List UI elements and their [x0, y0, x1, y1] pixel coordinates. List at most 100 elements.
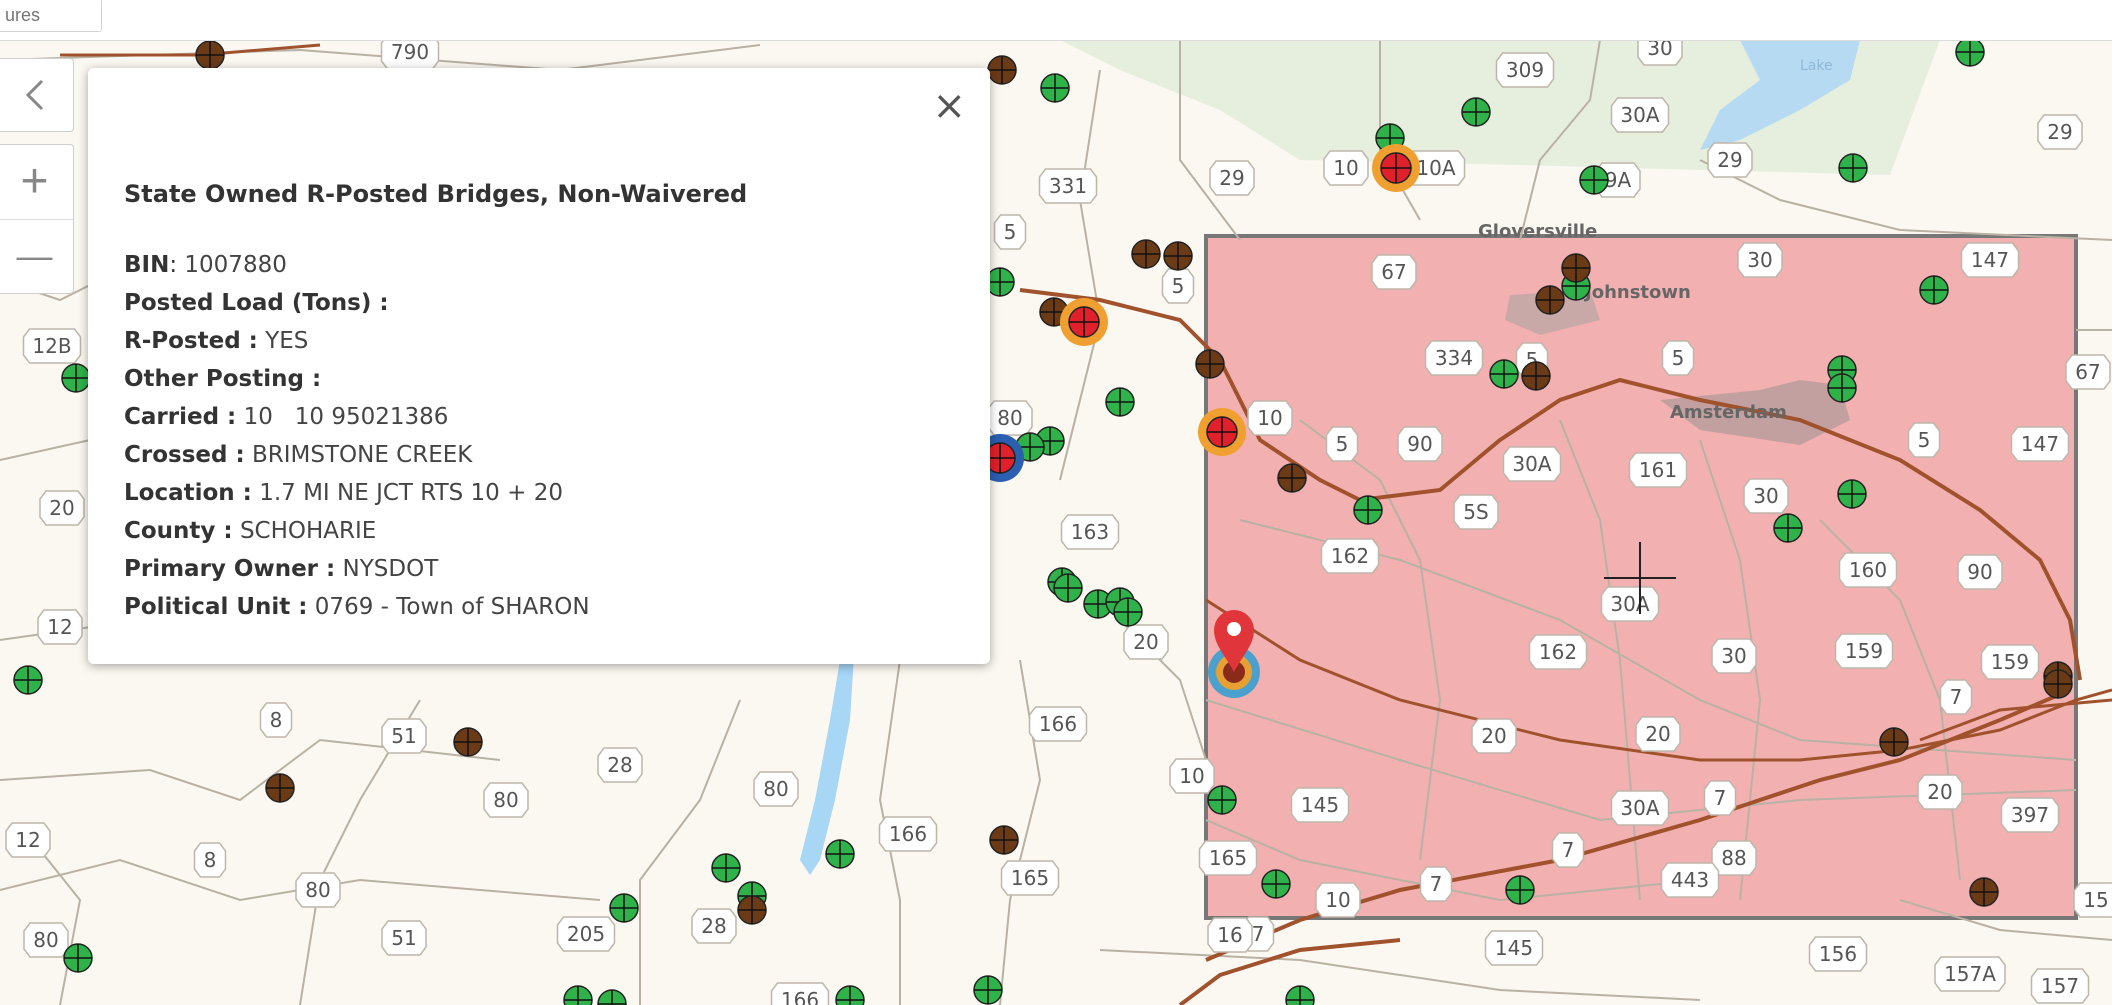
bridge-marker-green[interactable] [711, 853, 741, 883]
bridge-marker-brown[interactable] [1561, 253, 1591, 283]
close-popup-button[interactable]: × [932, 83, 966, 129]
reservoir-water [800, 630, 855, 875]
selected-location-pin[interactable] [1208, 610, 1260, 698]
bridge-marker-green[interactable] [825, 839, 855, 869]
route-shield-label: 80 [493, 788, 518, 812]
bridge-marker-green[interactable] [1505, 875, 1535, 905]
route-shield-label: 7 [1252, 922, 1265, 946]
bridge-marker-green[interactable] [1489, 359, 1519, 389]
route-shield: 10 [1169, 758, 1215, 794]
route-shield-label: 80 [997, 406, 1022, 430]
route-shield: 8 [193, 842, 227, 878]
bridge-marker-brown[interactable] [1535, 285, 1565, 315]
route-shield-outline [1000, 860, 1060, 896]
route-shield-outline [1834, 633, 1894, 669]
bridge-marker-green[interactable] [1461, 97, 1491, 127]
popup-field-value: YES [265, 328, 309, 354]
route-shield: 90 [1957, 554, 2003, 590]
bridge-marker-red[interactable] [984, 442, 1016, 474]
route-shield-label: 8 [270, 708, 283, 732]
bridge-marker-green[interactable] [1285, 985, 1315, 1005]
bridge-marker-green[interactable] [563, 985, 593, 1005]
bridge-marker-green[interactable] [609, 893, 639, 923]
bridge-marker-green[interactable] [63, 943, 93, 973]
route-shield-label: 90 [1967, 560, 1992, 584]
place-labels: Gloversville Johnstown Amsterdam Lake [1478, 58, 1833, 423]
bridge-markers[interactable] [13, 37, 2073, 1005]
bridge-marker-green[interactable] [1261, 869, 1291, 899]
bridge-marker-green[interactable] [1838, 153, 1868, 183]
bridge-marker-brown[interactable] [453, 727, 483, 757]
popup-field-label: Primary Owner : [124, 556, 336, 582]
back-button[interactable] [0, 58, 74, 132]
bridge-marker-brown[interactable] [1521, 361, 1551, 391]
popup-field-row: R-Posted : YES [124, 322, 990, 360]
bridge-marker-green[interactable] [985, 267, 1015, 297]
bridge-marker-brown[interactable] [1131, 239, 1161, 269]
route-shield-label: 166 [781, 988, 819, 1005]
bridge-marker-green[interactable] [1040, 73, 1070, 103]
route-shield: 5 [1907, 422, 1941, 458]
bridge-marker-brown[interactable] [1195, 349, 1225, 379]
route-shield-label: 157 [2041, 974, 2079, 998]
route-shield-label: 163 [1071, 520, 1109, 544]
bridge-marker-green[interactable] [597, 989, 627, 1005]
bridge-marker-green[interactable] [1919, 275, 1949, 305]
zoom-in-button[interactable]: + [0, 145, 73, 220]
bridge-marker-green[interactable] [1113, 597, 1143, 627]
bridge-marker-red[interactable] [1206, 416, 1238, 448]
route-shield-outline [770, 982, 830, 1005]
popup-field-label: Other Posting : [124, 366, 322, 392]
bridge-marker-brown[interactable] [195, 40, 225, 70]
bridge-marker-green[interactable] [1105, 387, 1135, 417]
route-shield-label: 10 [1333, 156, 1358, 180]
bridge-marker-brown[interactable] [737, 895, 767, 925]
bridge-marker-green[interactable] [1353, 495, 1383, 525]
bridge-marker-green[interactable] [1053, 573, 1083, 603]
bridge-marker-brown[interactable] [265, 773, 295, 803]
bridge-marker-green[interactable] [1827, 373, 1857, 403]
bridge-marker-green[interactable] [1773, 513, 1803, 543]
route-shield-label: 156 [1819, 942, 1857, 966]
route-shield: 10A [1406, 150, 1466, 186]
bridge-marker-brown[interactable] [1969, 877, 1999, 907]
route-shield: 80 [23, 922, 69, 958]
route-shield-label: 147 [1971, 248, 2009, 272]
route-shield-label: 20 [1927, 780, 1952, 804]
bridge-marker-brown[interactable] [1277, 463, 1307, 493]
bridge-marker-green[interactable] [1579, 165, 1609, 195]
popup-field-label: Posted Load (Tons) : [124, 290, 389, 316]
route-shield-outline [1635, 716, 1681, 752]
bridge-marker-green[interactable] [973, 975, 1003, 1005]
route-shield-outline [483, 782, 529, 818]
bridge-marker-brown[interactable] [989, 825, 1019, 855]
popup-field-row: Political Unit : 0769 - Town of SHARON [124, 588, 990, 626]
bridge-marker-green[interactable] [61, 363, 91, 393]
location-pin-icon [1214, 610, 1254, 672]
bridge-marker-green[interactable] [1207, 785, 1237, 815]
bridge-marker-red[interactable] [1380, 152, 1412, 184]
route-shield-label: 20 [1133, 630, 1158, 654]
zoom-out-button[interactable]: — [16, 235, 53, 277]
popup-field-label: BIN [124, 252, 170, 278]
bridge-marker-brown[interactable] [987, 55, 1017, 85]
bridge-marker-brown[interactable] [1163, 241, 1193, 271]
route-shield-outline [753, 771, 799, 807]
route-shield: 29 [2037, 114, 2083, 150]
route-shield: 20 [1123, 624, 1169, 660]
bridge-marker-green[interactable] [835, 985, 865, 1005]
feature-info-popup: × State Owned R-Posted Bridges, Non-Waiv… [88, 68, 990, 664]
bridge-marker-green[interactable] [1955, 37, 1985, 67]
route-shield-outline [1707, 142, 1753, 178]
bridge-marker-brown[interactable] [2043, 669, 2073, 699]
route-shield-label: 30 [1753, 484, 1778, 508]
search-input[interactable] [0, 0, 102, 32]
bridge-marker-brown[interactable] [1879, 727, 1909, 757]
bridge-marker-green[interactable] [13, 665, 43, 695]
route-shield-label: 205 [567, 922, 605, 946]
bridge-marker-red[interactable] [1068, 306, 1100, 338]
bridge-marker-green[interactable] [1837, 479, 1867, 509]
